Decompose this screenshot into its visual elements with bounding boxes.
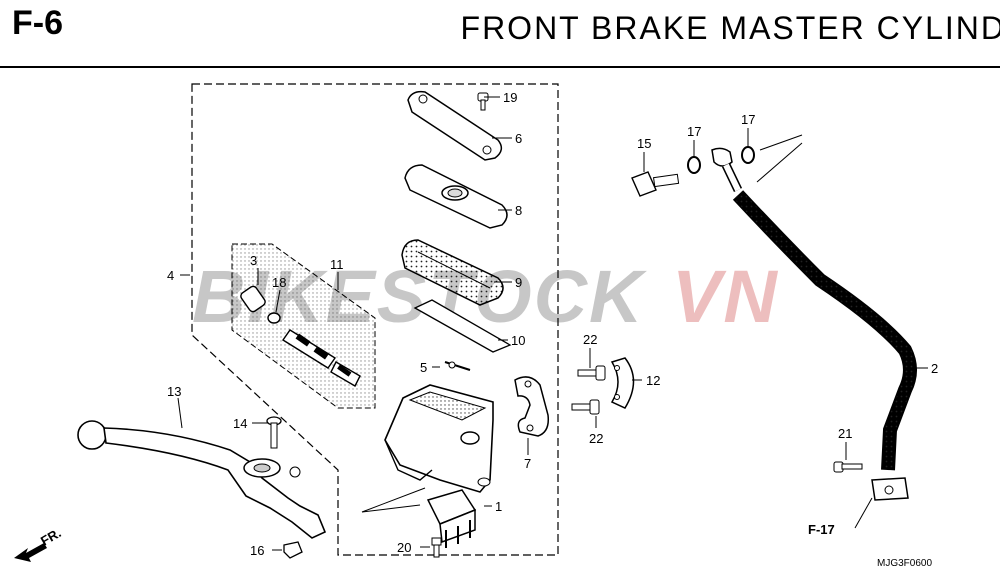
watermark-text-2: VN <box>672 255 779 338</box>
callout-5: 5 <box>420 360 427 375</box>
callout-15: 15 <box>637 136 651 151</box>
section-code: F-6 <box>12 4 63 42</box>
callout-6: 6 <box>515 131 522 146</box>
oil-bolt <box>631 171 680 197</box>
callout-22-upper: 22 <box>583 332 597 347</box>
leader-lines <box>177 96 928 551</box>
sealing-washer-1 <box>687 156 701 174</box>
reservoir-cap <box>407 90 503 161</box>
callout-10: 10 <box>511 333 525 348</box>
holder-bracket <box>610 357 635 409</box>
callout-13: 13 <box>167 384 181 399</box>
page-title: FRONT BRAKE MASTER CYLIND <box>460 10 1000 46</box>
pivot-nut <box>283 541 303 559</box>
callout-12: 12 <box>646 373 660 388</box>
callout-14: 14 <box>233 416 247 431</box>
piston-assembly <box>240 285 361 387</box>
callout-17-left: 17 <box>687 124 701 139</box>
callout-1: 1 <box>495 499 502 514</box>
front-arrow: FR. <box>14 525 64 562</box>
bolt-22-lower <box>571 399 600 415</box>
callout-2: 2 <box>931 361 938 376</box>
sealing-washer-2 <box>741 146 755 164</box>
callout-7: 7 <box>524 456 531 471</box>
bolt-22-upper <box>577 365 606 381</box>
pivot-bolt <box>266 416 282 449</box>
header-divider <box>0 66 1000 68</box>
float-plate <box>413 299 512 353</box>
brake-lever <box>77 420 327 539</box>
figure-id: MJG3F0600 <box>877 558 932 569</box>
brake-light-switch <box>426 489 477 548</box>
callout-20: 20 <box>397 540 411 555</box>
callout-18: 18 <box>272 275 286 290</box>
handlebar-clamp <box>514 376 550 437</box>
diaphragm <box>401 239 504 306</box>
callout-8: 8 <box>515 203 522 218</box>
bolt-19 <box>477 92 489 111</box>
callout-16: 16 <box>250 543 264 558</box>
callout-9: 9 <box>515 275 522 290</box>
brake-hose <box>711 147 917 501</box>
switch-screw <box>431 537 442 558</box>
assembly-boundary <box>191 83 559 556</box>
callout-4: 4 <box>167 268 174 283</box>
diaphragm-plate <box>404 164 508 229</box>
master-cylinder-body <box>384 384 494 493</box>
reference-f17: F-17 <box>808 522 835 537</box>
callout-19: 19 <box>503 90 517 105</box>
cotter-pin <box>444 361 471 371</box>
callout-17-right: 17 <box>741 112 755 127</box>
hose-clamp-bolt <box>833 461 863 473</box>
callout-3: 3 <box>250 253 257 268</box>
callout-22-lower: 22 <box>589 431 603 446</box>
callout-11: 11 <box>330 257 344 272</box>
callout-21: 21 <box>838 426 852 441</box>
